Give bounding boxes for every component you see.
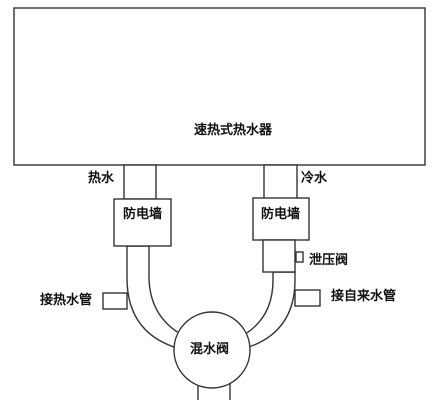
hot-outlet-pipe (123, 164, 157, 200)
heater-label: 速热式热水器 (194, 123, 273, 138)
relief-valve-label: 泄压阀 (309, 253, 349, 268)
hot-water-label: 热水 (88, 171, 115, 186)
left-anti-shock-wall (113, 198, 172, 247)
tap-water-connector (294, 289, 321, 307)
hot-pipe-connection-label: 接热水管 (40, 293, 93, 308)
relief-valve-nub (295, 251, 304, 263)
right-anti-shock-wall (252, 197, 310, 241)
cold-outlet-pipe (263, 164, 298, 200)
mixing-valve-circle (173, 311, 251, 389)
heater-box (13, 7, 426, 166)
hot-water-connector (102, 292, 128, 310)
cold-water-label: 冷水 (301, 171, 328, 186)
tap-water-connection-label: 接自来水管 (331, 289, 397, 304)
right-wall-label: 防电墙 (261, 207, 301, 222)
relief-valve-body (262, 239, 296, 273)
mixing-valve-label: 混水阀 (190, 342, 230, 357)
left-wall-label: 防电墙 (123, 207, 163, 222)
